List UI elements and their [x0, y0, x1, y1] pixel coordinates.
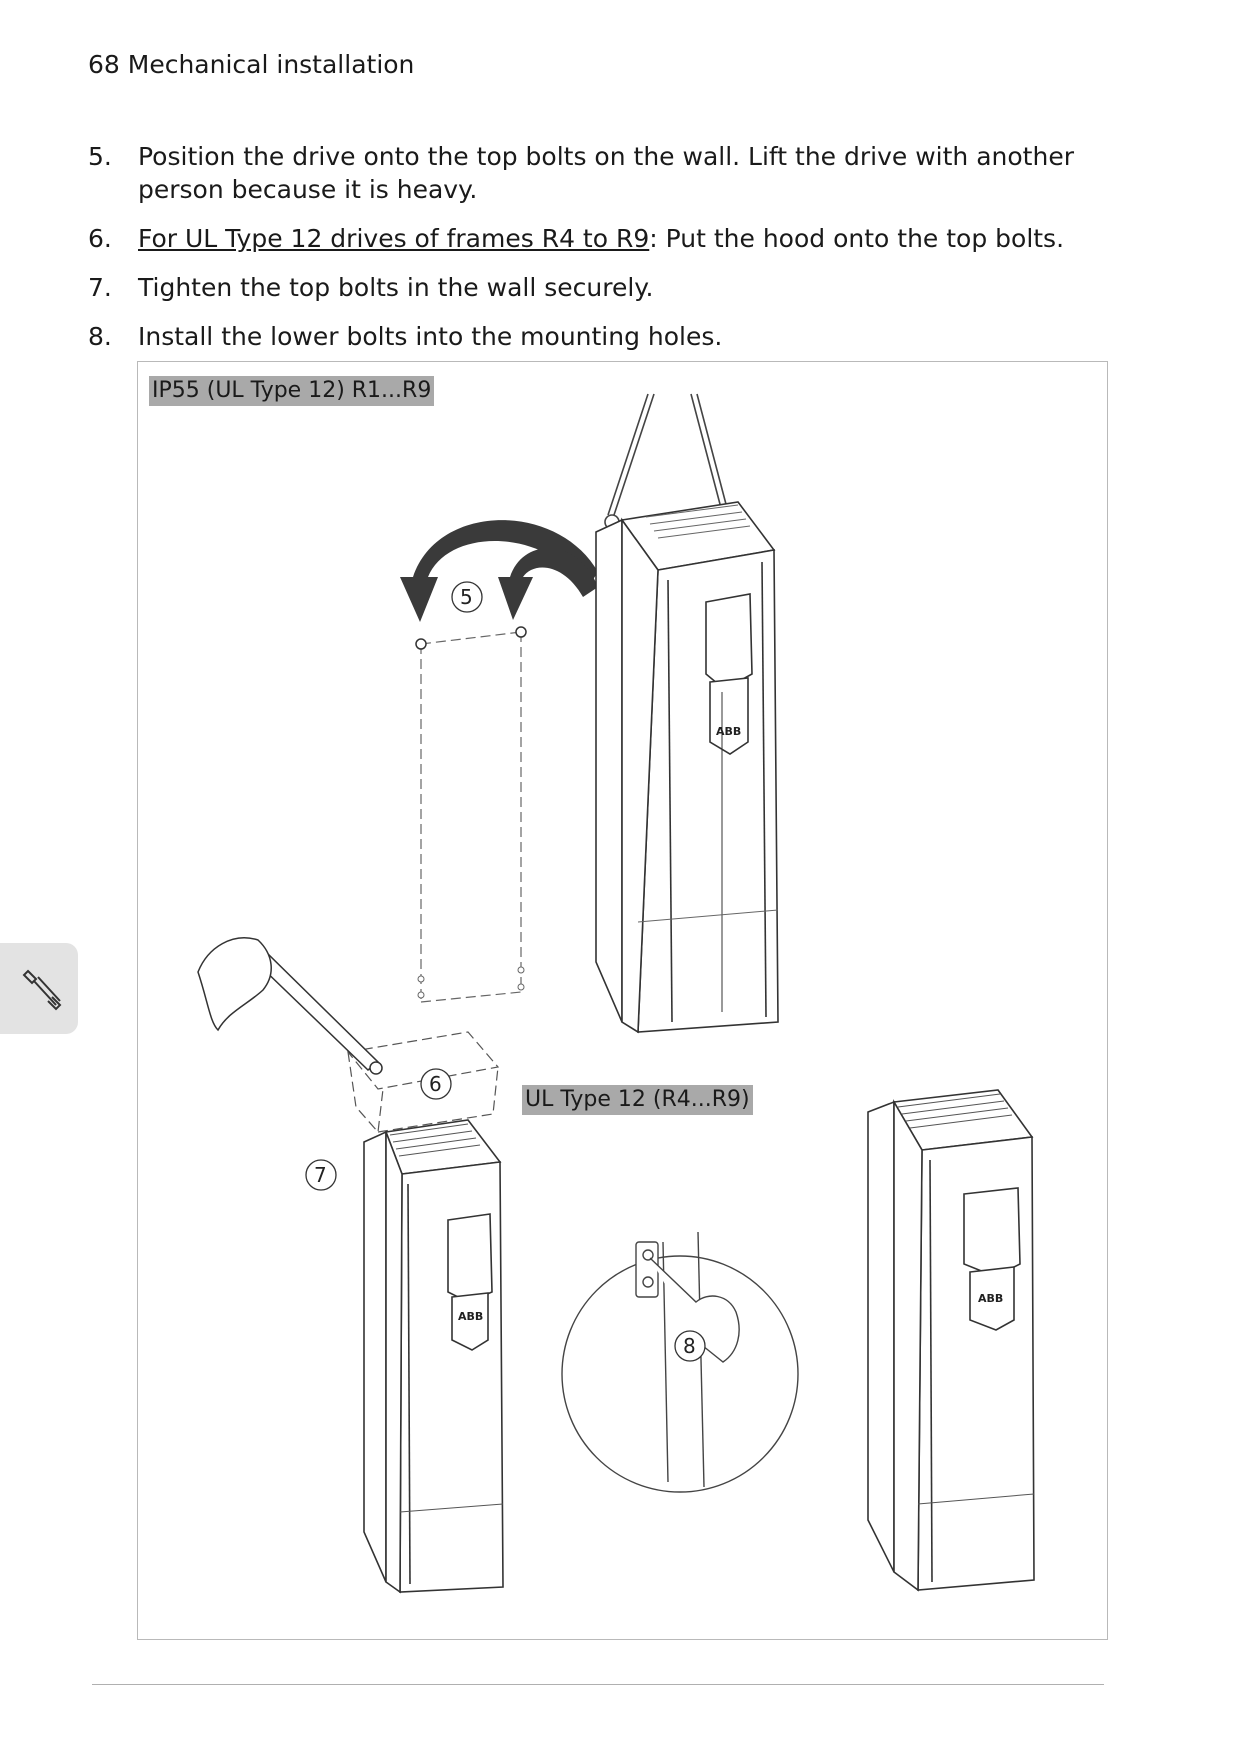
step-text: Tighten the top bolts in the wall secure… [138, 273, 654, 302]
callout-8-label: 8 [683, 1334, 696, 1358]
abb-logo-top: ABB [716, 725, 741, 738]
drive-bottom-right [867, 1089, 1035, 1592]
installation-drawing: ABB ABB [197, 393, 1035, 1594]
step-number: 8. [88, 322, 112, 351]
drive-bottom-left [363, 1119, 504, 1594]
callout-8 [674, 1330, 706, 1362]
abb-logo-left: ABB [458, 1310, 483, 1323]
detail-magnifier [561, 1231, 799, 1493]
callout-7 [305, 1159, 337, 1191]
hood-dashed [346, 1031, 500, 1134]
step-text: Position the drive onto the top bolts on… [138, 142, 1074, 204]
step-7: 7. Tighten the top bolts in the wall sec… [88, 271, 1108, 304]
step-number: 5. [88, 142, 112, 171]
step-6: 6. For UL Type 12 drives of frames R4 to… [88, 222, 1108, 255]
footer-rule [92, 1684, 1104, 1685]
page-header: 68 Mechanical installation [88, 50, 415, 79]
callout-5-label: 5 [460, 585, 473, 609]
curved-arrows [400, 520, 598, 622]
callout-6-label: 6 [429, 1072, 442, 1096]
callout-6 [420, 1068, 452, 1100]
drive-lifted [595, 501, 779, 1034]
step-8: 8. Install the lower bolts into the moun… [88, 320, 1108, 353]
instruction-list: 5. Position the drive onto the top bolts… [88, 140, 1108, 369]
callout-5 [451, 581, 483, 613]
figure-label-main: IP55 (UL Type 12) R1...R9 [149, 376, 435, 406]
step-text: Install the lower bolts into the mountin… [138, 322, 723, 351]
mounting-outline [420, 631, 522, 1003]
step-5: 5. Position the drive onto the top bolts… [88, 140, 1108, 206]
step-number: 7. [88, 273, 112, 302]
figure-label-hood: UL Type 12 (R4...R9) [522, 1085, 753, 1115]
step-text: : Put the hood onto the top bolts. [649, 224, 1065, 253]
callout-7-label: 7 [314, 1163, 327, 1187]
torque-wrench [197, 937, 383, 1075]
abb-logo-right: ABB [978, 1292, 1003, 1305]
top-bolts [415, 626, 527, 650]
installation-figure: IP55 (UL Type 12) R1...R9 UL Type 12 (R4… [137, 361, 1108, 1640]
section-tab[interactable] [0, 943, 78, 1034]
step-link[interactable]: For UL Type 12 drives of frames R4 to R9 [138, 224, 650, 253]
step-number: 6. [88, 224, 112, 253]
wrench-icon [22, 969, 62, 1011]
